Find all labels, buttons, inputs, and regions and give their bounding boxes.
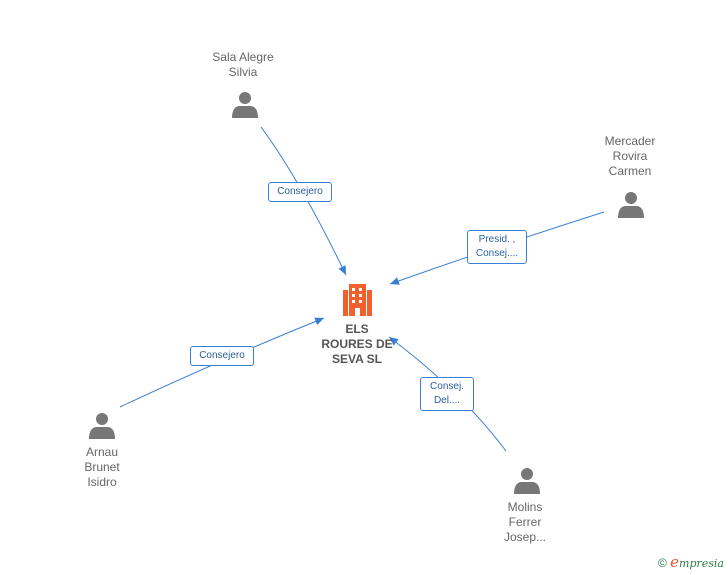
person-icon[interactable] [232,92,258,118]
person-icon[interactable] [89,413,115,439]
building-icon[interactable] [343,284,372,316]
brand-logo: empresia [670,553,724,571]
person-name-arnau[interactable]: Arnau Brunet Isidro [84,445,120,489]
brand-footer: © empresia [658,553,724,571]
person-name-molins[interactable]: Molins Ferrer Josep... [503,500,547,544]
person-name-mercader[interactable]: Mercader Rovira Carmen [604,134,656,178]
relation-label-molins[interactable]: Consej. Del.... [420,377,474,411]
company-name[interactable]: ELS ROURES DE SEVA SL [321,322,393,366]
relation-label-sala[interactable]: Consejero [268,182,332,202]
person-icon[interactable] [514,468,540,494]
relation-label-mercader[interactable]: Presid. , Consej.... [467,230,527,264]
relation-label-arnau[interactable]: Consejero [190,346,254,366]
copyright-symbol: © [657,556,667,570]
person-name-sala[interactable]: Sala Alegre Silvia [212,50,274,79]
person-icon[interactable] [618,192,644,218]
